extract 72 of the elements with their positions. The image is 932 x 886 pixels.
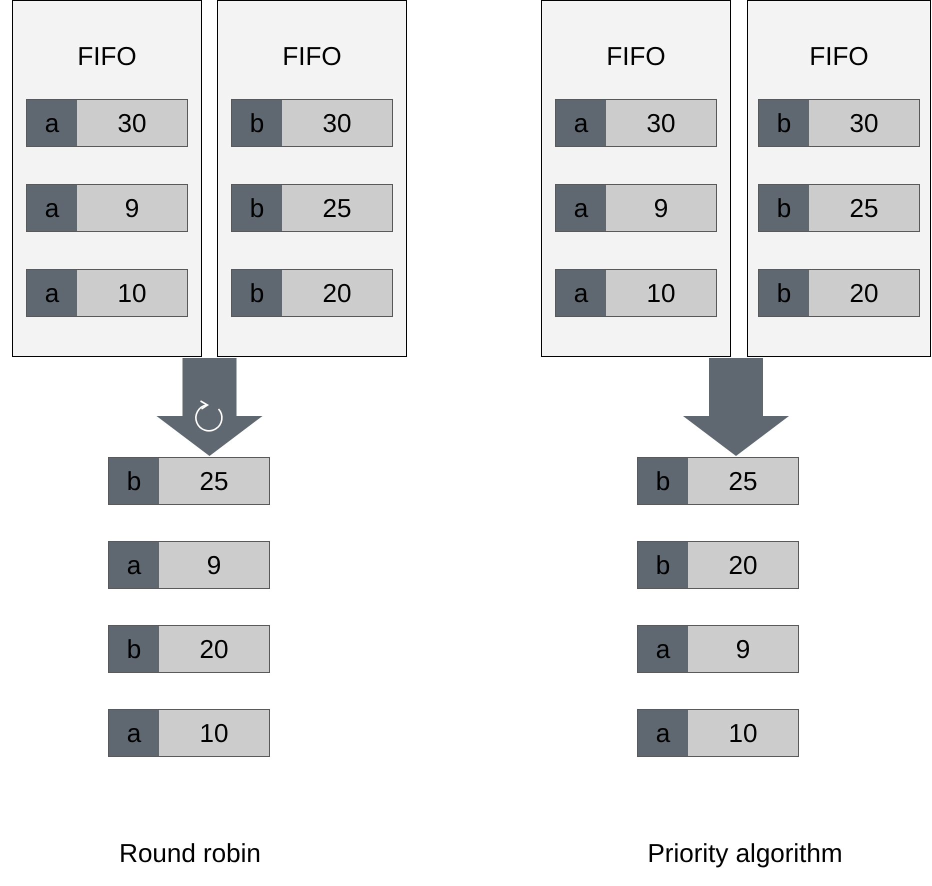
queue-title: FIFO — [281, 41, 343, 72]
queue-title: FIFO — [808, 41, 870, 72]
queue-item — [555, 269, 717, 317]
queue-panel — [541, 0, 731, 357]
block-arrow — [156, 358, 262, 456]
priority-value: 10 — [200, 718, 228, 748]
queue-title: FIFO — [76, 41, 138, 72]
queue-item — [758, 269, 920, 317]
block-arrow — [683, 358, 789, 456]
queue-item — [637, 709, 799, 757]
queue-item — [231, 99, 393, 147]
queue-panel — [747, 0, 931, 357]
priority-value: 20 — [322, 278, 352, 308]
priority-value: 25 — [850, 192, 878, 224]
source-label: b — [759, 270, 809, 316]
caption: Priority algorithm — [647, 838, 843, 869]
queue-item — [26, 99, 188, 147]
priority-value: 25 — [200, 466, 228, 496]
queue-item — [108, 625, 270, 673]
priority-value: 30 — [646, 108, 676, 138]
priority-value: 25 — [322, 192, 352, 224]
queue-item — [555, 99, 717, 147]
priority-value: 9 — [654, 192, 668, 224]
queue-item — [108, 709, 270, 757]
source-label: a — [27, 185, 77, 231]
queue-item — [758, 184, 920, 232]
priority-value: 9 — [206, 550, 222, 580]
priority-value: 30 — [322, 108, 352, 138]
priority-value: 30 — [118, 108, 146, 138]
queue-item — [555, 184, 717, 232]
queue-item — [108, 457, 270, 505]
priority-value: 9 — [124, 192, 140, 224]
source-label: a — [556, 100, 606, 146]
source-label: b — [638, 542, 688, 588]
queue-item — [231, 269, 393, 317]
source-label: a — [109, 710, 159, 756]
source-label: a — [27, 100, 77, 146]
source-label: a — [556, 185, 606, 231]
queue-title: FIFO — [605, 41, 667, 72]
priority-value: 10 — [728, 718, 758, 748]
queue-item — [231, 184, 393, 232]
source-label: b — [759, 185, 809, 231]
queue-item — [108, 541, 270, 589]
queue-item — [26, 184, 188, 232]
priority-value: 20 — [728, 550, 758, 580]
queue-item — [758, 99, 920, 147]
source-label: a — [638, 710, 688, 756]
queue-panel — [12, 0, 202, 357]
priority-value: 25 — [728, 466, 758, 496]
priority-value: 10 — [118, 278, 146, 308]
source-label: b — [232, 270, 282, 316]
queue-item — [637, 457, 799, 505]
priority-value: 10 — [646, 278, 676, 308]
queue-panel — [217, 0, 407, 357]
priority-value: 30 — [850, 108, 878, 138]
source-label: b — [109, 626, 159, 672]
priority-value: 20 — [200, 634, 228, 664]
queue-item — [26, 269, 188, 317]
source-label: b — [759, 100, 809, 146]
priority-value: 9 — [736, 634, 750, 664]
source-label: a — [109, 542, 159, 588]
source-label: b — [109, 458, 159, 504]
source-label: a — [638, 626, 688, 672]
source-label: a — [27, 270, 77, 316]
source-label: a — [556, 270, 606, 316]
source-label: b — [232, 185, 282, 231]
priority-value: 20 — [850, 278, 878, 308]
source-label: b — [232, 100, 282, 146]
queue-item — [637, 541, 799, 589]
queue-item — [637, 625, 799, 673]
caption: Round robin — [119, 838, 261, 869]
source-label: b — [638, 458, 688, 504]
